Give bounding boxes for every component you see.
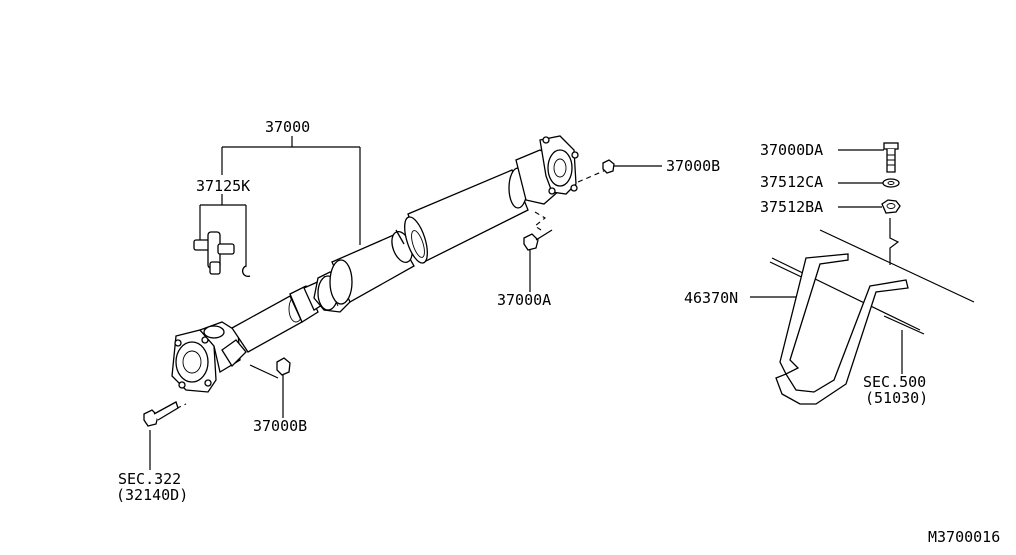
label-37512ca: 37512CA <box>760 173 824 191</box>
bolt-sec322 <box>143 401 179 427</box>
label-sec500: SEC.500 <box>863 373 927 391</box>
label-37000: 37000 <box>265 118 311 136</box>
main-shaft-tube <box>329 229 415 305</box>
label-37000da: 37000DA <box>760 141 824 159</box>
nut-37512ba <box>881 199 901 214</box>
front-flange-yoke <box>171 321 247 393</box>
diagram-id: M3700016 <box>928 528 1001 546</box>
label-37000b-top: 37000B <box>666 157 721 175</box>
bolt-37000da <box>883 142 899 173</box>
label-37512ba: 37512BA <box>760 198 824 216</box>
center-bearing-bracket <box>775 253 909 405</box>
label-37125k: 37125K <box>196 177 251 195</box>
label-sec322-code: (32140D) <box>116 486 189 504</box>
bolt-37000a <box>523 229 553 251</box>
label-37000a: 37000A <box>497 291 552 309</box>
label-sec500-code: (51030) <box>865 389 929 407</box>
label-46370n: 46370N <box>684 289 739 307</box>
rear-flange-yoke <box>515 135 579 205</box>
leader-lines <box>149 136 903 470</box>
washer-37512ca <box>882 178 900 188</box>
rear-shaft-tube <box>404 167 529 264</box>
nut-37000b-top <box>602 159 615 174</box>
snap-ring <box>242 265 251 278</box>
nut-37000b-bottom <box>276 357 291 376</box>
label-37000b-bottom: 37000B <box>253 417 308 435</box>
vehicle-frame <box>769 229 975 335</box>
universal-joint-spider <box>193 231 235 275</box>
label-sec322: SEC.322 <box>118 470 182 488</box>
